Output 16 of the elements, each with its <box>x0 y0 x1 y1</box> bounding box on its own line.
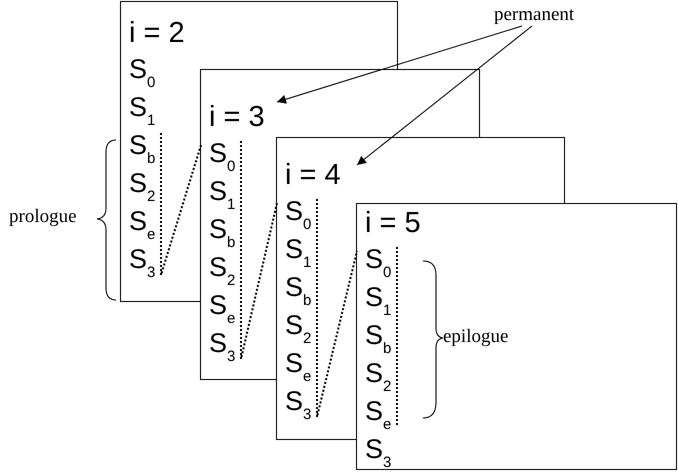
page-frame <box>120 1 201 302</box>
page-frame <box>356 203 677 470</box>
dotted-connector <box>160 133 202 276</box>
iteration-heading: i = 2 <box>129 16 185 50</box>
iteration-heading: i = 4 <box>285 158 341 192</box>
arrow <box>276 26 522 104</box>
dotted-connector <box>316 199 358 418</box>
iteration-heading: i = 3 <box>209 100 265 134</box>
iteration-heading: i = 5 <box>365 206 421 240</box>
arrow <box>356 26 532 166</box>
callout-text: permanent <box>494 4 574 26</box>
page-frame <box>200 69 277 380</box>
dotted-connector <box>240 141 278 360</box>
brace-label: prologue <box>9 206 77 228</box>
brace-label: epilogue <box>443 326 508 348</box>
page-frame <box>276 137 357 440</box>
